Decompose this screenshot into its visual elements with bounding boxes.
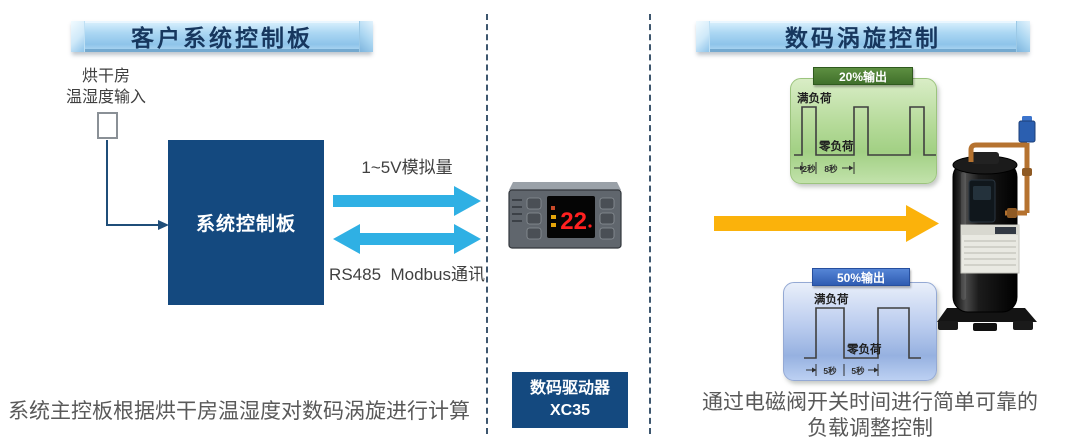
left-section-banner: 客户系统控制板 <box>71 21 373 52</box>
digital-driver-model: XC35 <box>549 402 591 419</box>
on-time-label-20: 2秒 <box>802 164 816 174</box>
system-control-board-box: 系统控制板 <box>168 140 324 305</box>
system-control-board-label: 系统控制板 <box>195 214 296 235</box>
right-caption-line2: 负载调整控制 <box>807 417 933 440</box>
on-time-label-50: 5秒 <box>823 366 837 376</box>
output-50-waveform: 满负荷 零负荷 5秒 5秒 <box>804 292 921 376</box>
display-dot <box>588 224 592 228</box>
analog-signal-label: 1~5V模拟量 <box>361 158 453 177</box>
dashed-divider-left <box>486 14 488 434</box>
sensor-to-board-connector <box>106 140 169 230</box>
scroll-compressor-image <box>937 116 1037 331</box>
output-20-waveform: 满负荷 零负荷 2秒 8秒 <box>794 91 936 174</box>
pipe-fitting <box>1022 168 1032 176</box>
right-section-banner: 数码涡旋控制 <box>696 21 1030 52</box>
output-20-header: 20%输出 <box>813 67 913 85</box>
digital-driver-name: 数码驱动器 <box>529 380 610 397</box>
output-50-panel: 满负荷 零负荷 5秒 5秒 <box>783 282 937 381</box>
right-caption: 通过电磁阀开关时间进行简单可靠的 负载调整控制 <box>690 390 1050 442</box>
digital-driver-box: 数码驱动器 XC35 <box>512 372 628 428</box>
sensor-input-label-line1: 烘干房 <box>81 68 130 85</box>
solenoid-valve <box>1018 116 1036 143</box>
left-section-title: 客户系统控制板 <box>131 25 313 51</box>
compressor-base <box>937 308 1037 331</box>
full-load-label-50: 满负荷 <box>814 292 849 306</box>
controller-display <box>547 196 595 238</box>
right-caption-line1: 通过电磁阀开关时间进行简单可靠的 <box>702 391 1038 414</box>
zero-load-label-20: 零负荷 <box>818 139 854 153</box>
compressor-spec-label <box>960 224 1020 274</box>
compressor-front-module <box>968 179 996 223</box>
to-compressor-arrow <box>714 205 939 242</box>
controller-buttons <box>526 197 615 240</box>
off-time-label-20: 8秒 <box>824 164 838 174</box>
controller-display-value: 22 <box>560 208 587 235</box>
timing-marks-50 <box>806 364 879 376</box>
off-time-label-50: 5秒 <box>851 366 865 376</box>
pipe-coupling-nut <box>1007 208 1017 218</box>
compressor-top-mount <box>971 152 999 164</box>
left-caption: 系统主控板根据烘干房温湿度对数码涡旋进行计算 <box>8 400 470 423</box>
full-load-label-20: 满负荷 <box>797 91 832 105</box>
connector-arrowhead <box>158 220 169 230</box>
waveform-20-trace <box>794 106 936 156</box>
waveform-50-trace <box>804 307 921 359</box>
rs485-label: RS485 Modbus通讯 <box>329 265 485 284</box>
sensor-input-label-line2: 温湿度输入 <box>65 89 146 106</box>
controller-top-edge <box>509 182 621 190</box>
controller-side-vents <box>512 199 522 222</box>
sensor-symbol <box>97 112 118 139</box>
dashed-divider-right <box>649 14 651 434</box>
sensor-input-label: 烘干房 温湿度输入 <box>40 66 172 108</box>
output-20-panel: 满负荷 零负荷 2秒 8秒 <box>790 78 937 184</box>
controller-indicator-leds <box>551 206 556 227</box>
xc35-controller-image: 22 <box>508 182 622 249</box>
zero-load-label-50: 零负荷 <box>846 342 882 356</box>
analog-signal-arrow <box>333 186 481 216</box>
output-50-header: 50%输出 <box>812 268 910 286</box>
right-section-title: 数码涡旋控制 <box>785 25 941 51</box>
timing-marks-20 <box>794 162 855 174</box>
rs485-bidirectional-arrow <box>333 224 481 254</box>
